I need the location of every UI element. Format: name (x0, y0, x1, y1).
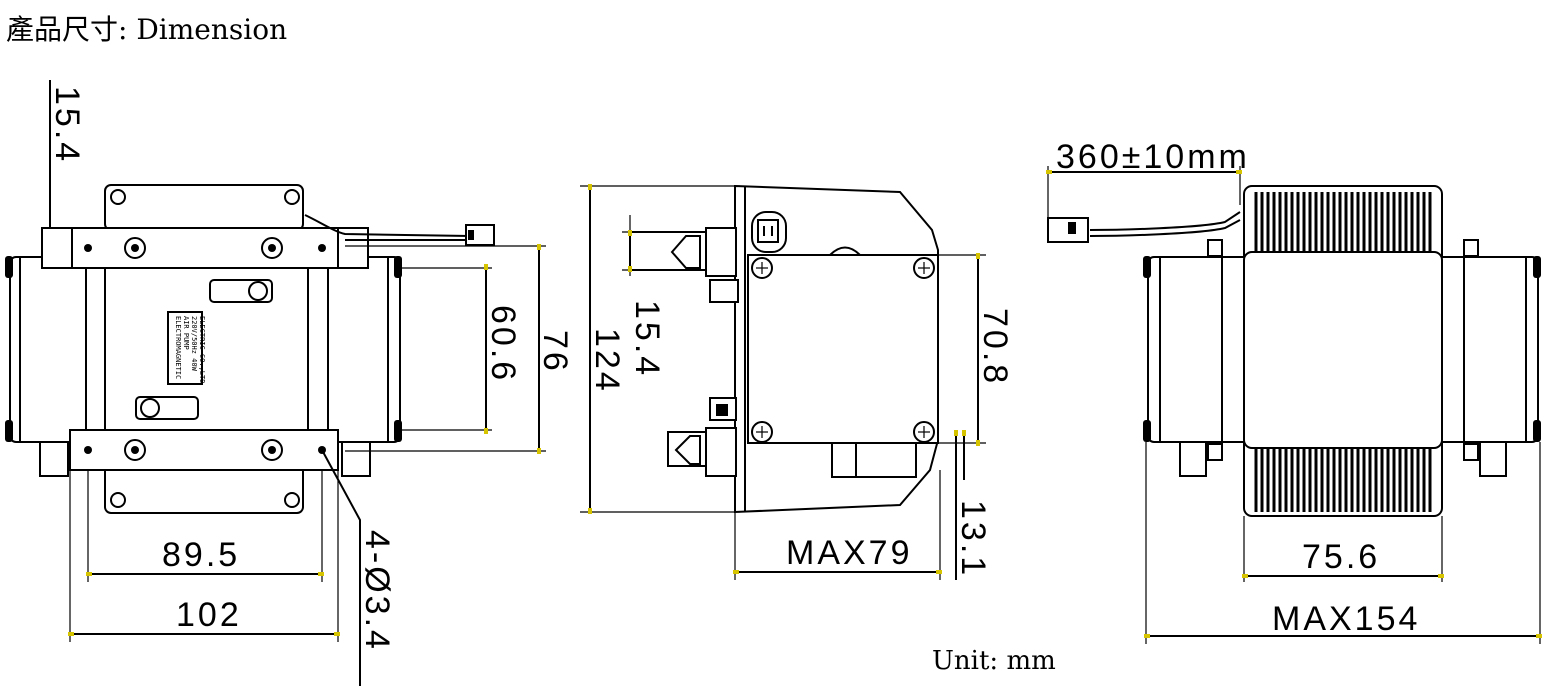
cooling-fins (1254, 192, 1432, 512)
dim-outer-height: 76 (536, 330, 574, 374)
unit-note: Unit: mm (932, 646, 1056, 676)
dim-back-total: MAX154 (1272, 600, 1420, 638)
page-title: 產品尺寸: Dimension (6, 13, 288, 46)
nameplate-line: AIR PUMP (182, 316, 190, 350)
back-view: 360±10mm 75.6 MAX154 (1046, 138, 1542, 644)
dim-cable-length: 360±10mm (1056, 138, 1250, 176)
dim-inner-height: 60.6 (484, 305, 522, 383)
dim-back-width: 75.6 (1302, 538, 1380, 576)
dim-side-depth: MAX79 (786, 534, 913, 572)
nameplate-line: ELECTRIC CO.,LTD (198, 316, 206, 383)
dim-side-height: 124 (588, 328, 626, 394)
nameplate-line: 220V/50Hz 40W (190, 316, 198, 372)
side-view: 124 15.4 70.8 MAX79 13.1 (580, 184, 1014, 580)
nameplate-line: ELECTROMAGNETIC (174, 316, 182, 379)
dim-side-flange: 13.1 (954, 500, 992, 578)
dim-base-width: 102 (176, 596, 242, 634)
dim-side-box-height: 70.8 (976, 308, 1014, 386)
dim-side-offset: 15.4 (628, 300, 666, 378)
dim-top-offset: 15.4 (48, 86, 86, 164)
dim-hole-spacing: 89.5 (162, 536, 240, 574)
dim-holes: 4-Ø3.4 (358, 530, 396, 652)
front-view: ELECTROMAGNETIC AIR PUMP 220V/50Hz 40W E… (5, 80, 574, 686)
